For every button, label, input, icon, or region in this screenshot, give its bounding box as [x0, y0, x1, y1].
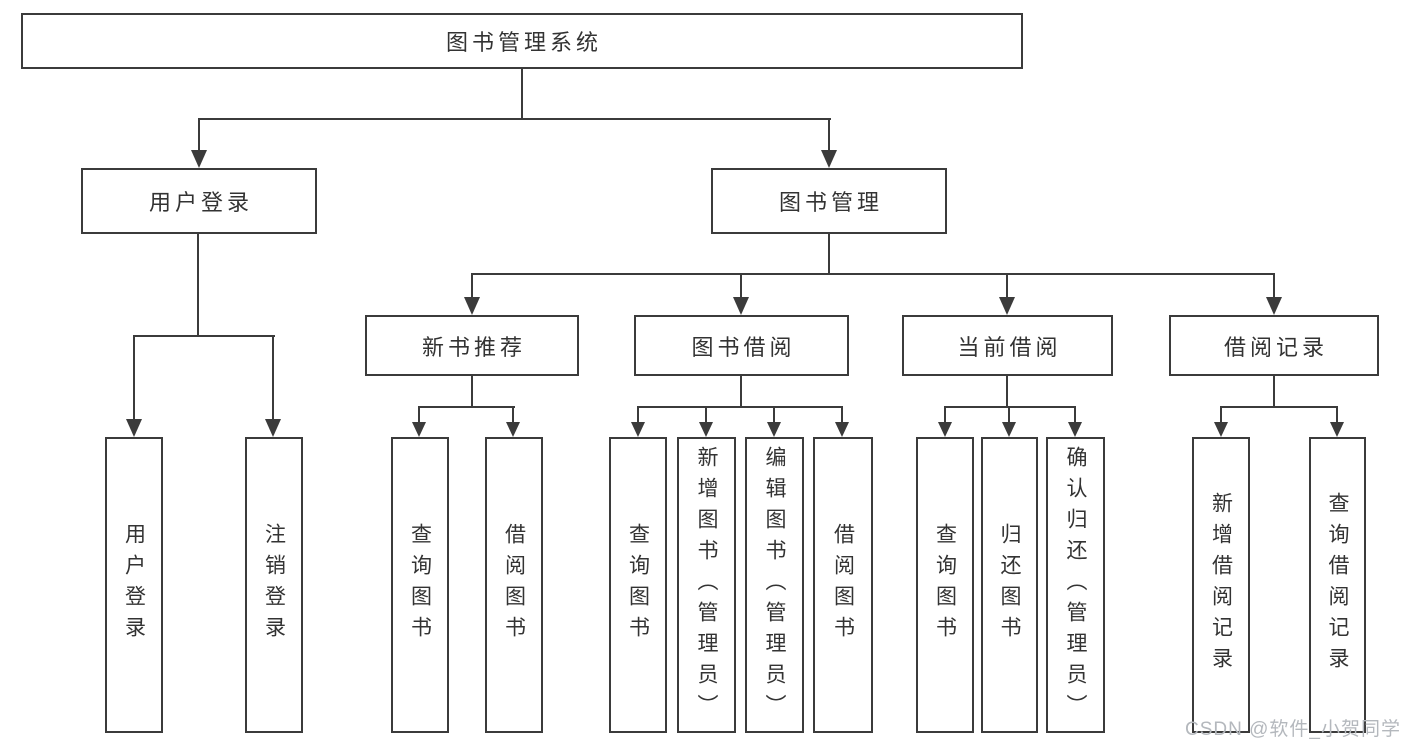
- connector-records-stem: [1273, 376, 1275, 406]
- node-new-book-recommend: 新书推荐: [365, 315, 579, 376]
- arrowhead-down-icon: [938, 422, 952, 437]
- leaf-add-borrow-record: 新增借阅记录: [1192, 437, 1250, 733]
- connector-leaf-drop: [1074, 406, 1076, 422]
- connector-level3-drop: [471, 273, 473, 297]
- leaf-logout-label: 注销登录: [262, 523, 286, 647]
- node-new-book-recommend-label: 新书推荐: [421, 334, 526, 360]
- connector-user-login-drop: [198, 118, 200, 151]
- node-root: 图书管理系统: [21, 13, 1023, 69]
- connector-leaf-drop: [841, 406, 843, 422]
- connector-leaf-drop: [637, 406, 639, 422]
- arrowhead-down-icon: [265, 419, 281, 437]
- leaf-query-borrow-record: 查询借阅记录: [1309, 437, 1366, 733]
- leaf-add-borrow-record-label: 新增借阅记录: [1209, 492, 1233, 678]
- connector-leaf-drop: [272, 335, 274, 419]
- arrowhead-down-icon: [126, 419, 142, 437]
- leaf-query-book-borrow-label: 查询图书: [626, 523, 650, 647]
- arrowhead-down-icon: [506, 422, 520, 437]
- connector-records-bar: [1220, 406, 1338, 408]
- connector-book-mgmt-stem: [828, 234, 830, 273]
- connector-user-login-bar: [133, 335, 275, 337]
- leaf-query-book-current: 查询图书: [916, 437, 974, 733]
- leaf-add-book-admin: 新增图书（管理员）: [677, 437, 736, 733]
- arrowhead-down-icon: [1068, 422, 1082, 437]
- connector-book-mgmt-drop: [828, 118, 830, 151]
- leaf-query-book-recommend-label: 查询图书: [408, 523, 432, 647]
- leaf-borrow-book: 借阅图书: [813, 437, 873, 733]
- connector-leaf-drop: [705, 406, 707, 422]
- arrowhead-down-icon: [1330, 422, 1344, 437]
- connector-borrow-bar: [637, 406, 843, 408]
- watermark: CSDN @软件_小贺同学: [1185, 719, 1401, 740]
- connector-recommend-bar: [418, 406, 515, 408]
- arrowhead-down-icon: [1214, 422, 1228, 437]
- connector-root-stem: [521, 69, 523, 118]
- leaf-edit-book-admin-label: 编辑图书（管理员）: [763, 445, 786, 725]
- connector-level3-drop: [1006, 273, 1008, 297]
- connector-leaf-drop: [1220, 406, 1222, 422]
- node-current-borrow-label: 当前借阅: [957, 334, 1062, 360]
- connector-leaf-drop: [1008, 406, 1010, 422]
- arrowhead-down-icon: [821, 150, 837, 168]
- node-borrow-records-label: 借阅记录: [1223, 334, 1328, 360]
- leaf-query-borrow-record-label: 查询借阅记录: [1326, 492, 1349, 678]
- arrowhead-down-icon: [767, 422, 781, 437]
- connector-recommend-stem: [471, 376, 473, 406]
- leaf-logout: 注销登录: [245, 437, 303, 733]
- connector-leaf-drop: [944, 406, 946, 422]
- connector-current-bar: [944, 406, 1076, 408]
- leaf-query-book-borrow: 查询图书: [609, 437, 667, 733]
- node-borrow-records: 借阅记录: [1169, 315, 1379, 376]
- arrowhead-down-icon: [835, 422, 849, 437]
- arrowhead-down-icon: [412, 422, 426, 437]
- arrowhead-down-icon: [631, 422, 645, 437]
- leaf-user-login-label: 用户登录: [122, 523, 146, 647]
- connector-level3-drop: [1273, 273, 1275, 297]
- leaf-borrow-book-label: 借阅图书: [831, 523, 855, 647]
- leaf-borrow-book-recommend: 借阅图书: [485, 437, 543, 733]
- connector-leaf-drop: [133, 335, 135, 419]
- leaf-query-book-current-label: 查询图书: [933, 523, 957, 647]
- connector-current-stem: [1006, 376, 1008, 406]
- arrowhead-down-icon: [699, 422, 713, 437]
- arrowhead-down-icon: [999, 297, 1015, 315]
- node-user-login-label: 用户登录: [148, 190, 253, 215]
- leaf-edit-book-admin: 编辑图书（管理员）: [745, 437, 804, 733]
- leaf-confirm-return-admin: 确认归还（管理员）: [1046, 437, 1105, 733]
- connector-level3-bar: [471, 273, 1275, 275]
- arrowhead-down-icon: [733, 297, 749, 315]
- connector-leaf-drop: [1336, 406, 1338, 422]
- leaf-query-book-recommend: 查询图书: [391, 437, 449, 733]
- arrowhead-down-icon: [1002, 422, 1016, 437]
- leaf-user-login: 用户登录: [105, 437, 163, 733]
- arrowhead-down-icon: [1266, 297, 1282, 315]
- arrowhead-down-icon: [464, 297, 480, 315]
- connector-borrow-stem: [740, 376, 742, 406]
- arrowhead-down-icon: [191, 150, 207, 168]
- node-book-management-label: 图书管理: [778, 190, 883, 215]
- connector-user-login-stem: [197, 234, 199, 335]
- connector-leaf-drop: [773, 406, 775, 422]
- connector-leaf-drop: [418, 406, 420, 422]
- leaf-return-book-label: 归还图书: [998, 523, 1021, 647]
- leaf-borrow-book-recommend-label: 借阅图书: [502, 523, 526, 647]
- node-book-borrow: 图书借阅: [634, 315, 849, 376]
- leaf-return-book: 归还图书: [981, 437, 1038, 733]
- node-book-borrow-label: 图书借阅: [691, 334, 796, 360]
- connector-level3-drop: [740, 273, 742, 297]
- connector-level2-bar: [198, 118, 831, 120]
- node-current-borrow: 当前借阅: [902, 315, 1113, 376]
- connector-leaf-drop: [512, 406, 514, 422]
- node-book-management: 图书管理: [711, 168, 947, 234]
- node-root-label: 图书管理系统: [445, 30, 602, 55]
- node-user-login: 用户登录: [81, 168, 317, 234]
- leaf-confirm-return-admin-label: 确认归还（管理员）: [1064, 445, 1087, 725]
- leaf-add-book-admin-label: 新增图书（管理员）: [695, 445, 718, 725]
